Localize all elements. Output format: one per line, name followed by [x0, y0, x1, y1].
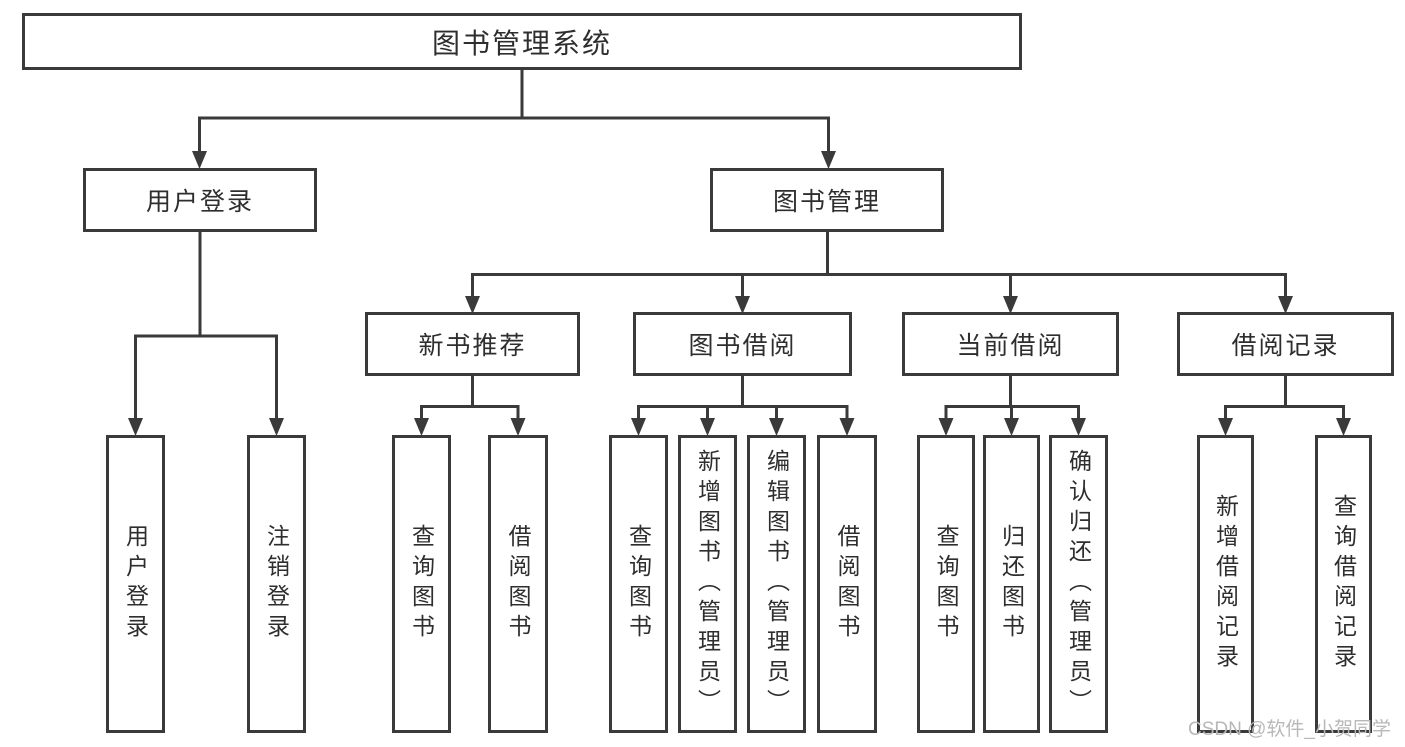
- node-book-management: 图书管理: [710, 168, 944, 232]
- leaf-logout: 注销登录: [247, 435, 306, 733]
- node-user-login: 用户登录: [83, 168, 317, 232]
- leaf-confirm-return-admin-label: 确认归还（管理员）: [1065, 449, 1092, 719]
- leaf-return-books: 归还图书: [983, 435, 1040, 733]
- leaf-query-books-borrowing: 查询图书: [609, 435, 668, 733]
- node-book-borrowing-label: 图书借阅: [688, 332, 797, 360]
- node-user-login-label: 用户登录: [145, 188, 254, 216]
- node-current-borrowing: 当前借阅: [902, 312, 1119, 376]
- leaf-query-books-current: 查询图书: [917, 435, 975, 733]
- leaf-query-books-recommend-label: 查询图书: [408, 524, 435, 644]
- leaf-borrow-books-borrowing-label: 借阅图书: [834, 524, 860, 644]
- leaf-add-borrow-record-label: 新增借阅记录: [1212, 494, 1239, 674]
- leaf-add-borrow-record: 新增借阅记录: [1197, 435, 1254, 733]
- leaf-borrow-books-borrowing: 借阅图书: [817, 435, 877, 733]
- node-borrowing-records: 借阅记录: [1177, 312, 1394, 376]
- node-current-borrowing-label: 当前借阅: [956, 332, 1065, 360]
- leaf-query-books-borrowing-label: 查询图书: [625, 524, 652, 644]
- csdn-watermark: CSDN @软件_小贺同学: [1188, 719, 1391, 740]
- leaf-edit-book-admin: 编辑图书（管理员）: [747, 435, 806, 733]
- node-new-book-recommend: 新书推荐: [365, 312, 580, 376]
- node-root-label: 图书管理系统: [431, 27, 612, 59]
- leaf-query-borrow-record: 查询借阅记录: [1315, 435, 1372, 733]
- node-book-borrowing: 图书借阅: [633, 312, 852, 376]
- leaf-add-book-admin: 新增图书（管理员）: [678, 435, 737, 733]
- leaf-edit-book-admin-label: 编辑图书（管理员）: [763, 449, 790, 719]
- leaf-query-books-recommend: 查询图书: [392, 435, 451, 733]
- leaf-user-login-label: 用户登录: [122, 524, 149, 644]
- leaf-return-books-label: 归还图书: [998, 524, 1025, 644]
- leaf-query-books-current-label: 查询图书: [933, 524, 959, 644]
- leaf-borrow-books-recommend-label: 借阅图书: [505, 524, 531, 644]
- node-new-book-recommend-label: 新书推荐: [418, 332, 527, 360]
- leaf-query-borrow-record-label: 查询借阅记录: [1330, 494, 1357, 674]
- node-book-management-label: 图书管理: [772, 188, 881, 216]
- node-root: 图书管理系统: [22, 13, 1022, 70]
- leaf-user-login: 用户登录: [106, 435, 165, 733]
- leaf-logout-label: 注销登录: [263, 524, 290, 644]
- leaf-borrow-books-recommend: 借阅图书: [488, 435, 548, 733]
- leaf-confirm-return-admin: 确认归还（管理员）: [1049, 435, 1108, 733]
- leaf-add-book-admin-label: 新增图书（管理员）: [694, 449, 721, 719]
- node-borrowing-records-label: 借阅记录: [1231, 332, 1340, 360]
